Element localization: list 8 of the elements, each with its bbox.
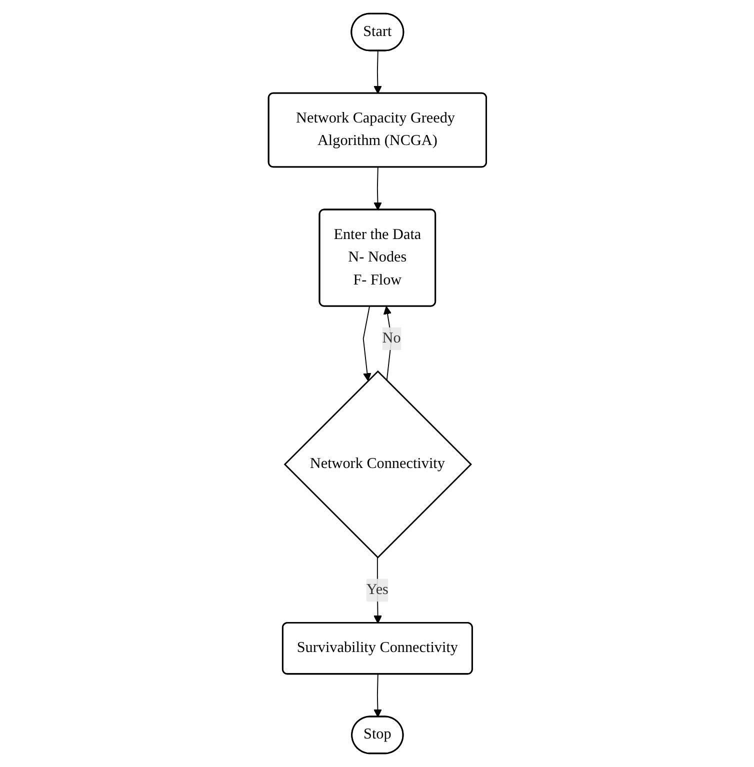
arrow <box>373 166 382 210</box>
arrow <box>362 306 371 382</box>
arrow <box>373 674 382 718</box>
edge-label: No <box>382 330 400 346</box>
node-diamond: Network Connectivity <box>283 370 472 558</box>
arrow <box>373 557 382 624</box>
arrow <box>373 50 382 94</box>
edge-label: Yes <box>366 582 388 598</box>
